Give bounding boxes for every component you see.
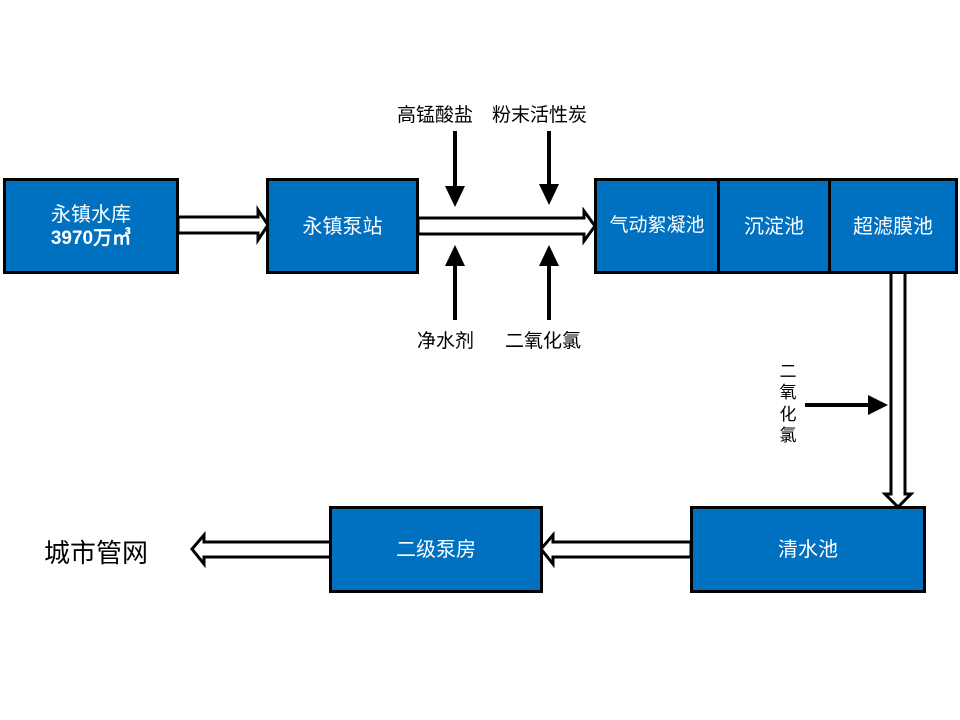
dosing-label-activated-carbon: 粉末活性炭 [492, 104, 588, 126]
flow-arrow-secondary-pump-to-city [190, 530, 333, 569]
node-clear-water: 清水池 [690, 506, 926, 593]
flocculation-label: 气动絮凝池 [609, 214, 705, 237]
city-network-label: 城市管网 [44, 539, 149, 569]
node-flocculation: 气动絮凝池 [594, 178, 720, 274]
flow-arrow-pump-to-flocculation [416, 206, 597, 246]
sedimentation-label: 沉淀池 [744, 213, 804, 238]
node-ultrafiltration: 超滤膜池 [828, 178, 958, 274]
node-pump-station: 永镇泵站 [266, 178, 419, 274]
flow-arrow-clear-water-to-secondary-pump [539, 530, 693, 569]
side-dosing-char: 氯 [779, 425, 797, 446]
reservoir-name: 永镇水库 [51, 201, 131, 226]
dosing-label-coagulant: 净水剂 [417, 330, 475, 352]
node-reservoir: 永镇水库 3970万㎥ [3, 178, 179, 274]
side-dosing-char: 二 [779, 362, 797, 382]
pump-station-label: 永镇泵站 [302, 213, 383, 238]
reservoir-capacity: 3970万㎥ [50, 227, 132, 249]
dosing-arrow-activated-carbon [539, 131, 559, 205]
dosing-arrow-permanganate [445, 131, 465, 207]
clear-water-label: 清水池 [778, 537, 838, 561]
secondary-pump-label: 二级泵房 [396, 537, 476, 561]
dosing-arrow-side-chlorine-dioxide [805, 395, 888, 415]
side-dosing-label: 二 氧 化 氯 [778, 362, 798, 447]
ultrafiltration-label: 超滤膜池 [853, 213, 933, 238]
dosing-arrow-chlorine-dioxide [539, 245, 559, 320]
side-dosing-char: 氧 [779, 383, 797, 404]
node-secondary-pump: 二级泵房 [329, 506, 543, 593]
dosing-label-permanganate: 高锰酸盐 [397, 104, 474, 126]
side-dosing-char: 化 [779, 404, 797, 425]
flow-arrow-reservoir-to-pump [176, 205, 270, 245]
dosing-arrow-coagulant [445, 245, 465, 320]
dosing-label-chlorine-dioxide: 二氧化氯 [505, 330, 582, 352]
flow-arrow-ultrafiltration-to-clear-water [881, 270, 915, 510]
node-sedimentation: 沉淀池 [717, 178, 831, 274]
